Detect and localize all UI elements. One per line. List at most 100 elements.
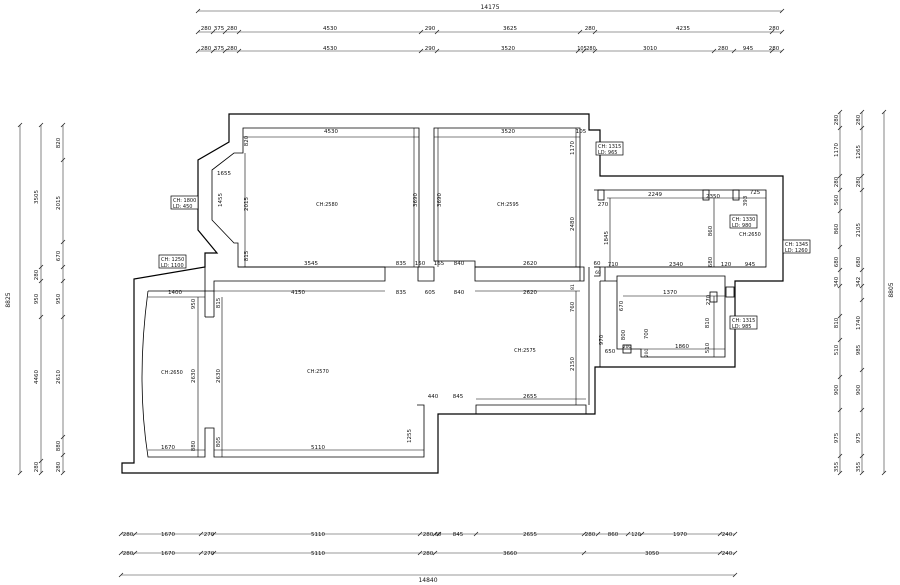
kitchen-k: 120 bbox=[721, 262, 732, 268]
dim-left-c1-3: 4460 bbox=[34, 370, 40, 384]
dim-top-r1-1: 375 bbox=[214, 26, 225, 32]
bedroom2-height: 3690 bbox=[437, 193, 443, 207]
kitchen-d: 393 bbox=[743, 195, 749, 206]
corridor2-d: 840 bbox=[454, 290, 465, 296]
dim-tick bbox=[60, 157, 66, 163]
balcony-h4: 880 bbox=[191, 440, 197, 451]
dim-bot-r1-7: 2655 bbox=[523, 532, 537, 538]
dim-left-c2-5: 880 bbox=[56, 440, 62, 451]
dim-right-c2-7: 985 bbox=[856, 344, 862, 355]
corridor-e: 840 bbox=[454, 261, 465, 267]
dim-right-c2-2: 280 bbox=[856, 176, 862, 187]
dim-left-total: 8825 bbox=[5, 292, 12, 307]
dim-tick bbox=[210, 29, 216, 35]
svg-text:LD: 1100: LD: 1100 bbox=[161, 263, 184, 269]
corridor2-a: 4150 bbox=[291, 290, 305, 296]
dim-left-c2-4: 2610 bbox=[56, 370, 62, 384]
dim-bot-r1-12: 240 bbox=[722, 532, 733, 538]
svg-text:CH: 1315: CH: 1315 bbox=[732, 318, 755, 324]
dim-tick bbox=[60, 278, 66, 284]
dim-bot-r1-4: 280 bbox=[423, 532, 434, 538]
bedroom2-h2: 1170 bbox=[570, 141, 576, 155]
dim-right-c1-9: 900 bbox=[834, 384, 840, 395]
dim-tick bbox=[195, 29, 201, 35]
dim-right-c2-6: 1740 bbox=[856, 316, 862, 330]
dim-tick bbox=[779, 8, 785, 14]
dim-tick bbox=[581, 531, 587, 537]
dim-tick bbox=[881, 109, 887, 115]
svg-text:CH: 1250: CH: 1250 bbox=[161, 257, 184, 263]
dim-tick bbox=[38, 470, 44, 476]
dim-tick bbox=[473, 531, 479, 537]
corridor-a: 3545 bbox=[304, 261, 318, 267]
dim-tick bbox=[837, 453, 843, 459]
bedroom1-width: 4530 bbox=[324, 129, 338, 135]
bedroom1-ch: CH:2580 bbox=[316, 202, 338, 208]
dim-left-c1-2: 950 bbox=[34, 293, 40, 304]
dim-tick bbox=[595, 531, 601, 537]
bedroom1-h4: 815 bbox=[244, 250, 250, 261]
dim-bot-r2-5: 3660 bbox=[503, 551, 517, 557]
bedroom1-h2: 2015 bbox=[244, 197, 250, 211]
living-a: 440 bbox=[428, 394, 439, 400]
living-d: 2150 bbox=[570, 357, 576, 371]
dim-top-r2-7: 280 bbox=[586, 46, 596, 52]
kitchen-j: 680 bbox=[708, 256, 714, 267]
dim-right-total: 8805 bbox=[888, 282, 895, 297]
dim-tick bbox=[859, 407, 865, 413]
living-b: 845 bbox=[453, 394, 464, 400]
dim-tick bbox=[859, 453, 865, 459]
dim-top-r1-3: 4530 bbox=[323, 26, 337, 32]
dim-left-c1-0: 3505 bbox=[34, 190, 40, 204]
dim-tick bbox=[60, 470, 66, 476]
dim-tick bbox=[732, 572, 738, 578]
dim-tick bbox=[732, 550, 738, 556]
dim-tick bbox=[60, 239, 66, 245]
svg-text:LD: 1260: LD: 1260 bbox=[785, 248, 808, 254]
dim-right-c1-4: 860 bbox=[834, 223, 840, 234]
dim-tick bbox=[434, 48, 440, 54]
dim-tick bbox=[837, 173, 843, 179]
dim-tick bbox=[581, 48, 587, 54]
right-dimension-chain: 8805 280 1170 280 560 860 680 340 810 51… bbox=[834, 109, 895, 476]
svg-text:LD: 980: LD: 980 bbox=[732, 223, 751, 229]
window-tag-2: CH: 1800 LD: 450 bbox=[170, 195, 199, 210]
kitchen-b: 2350 bbox=[706, 194, 720, 200]
dim-bot-r1-1: 1670 bbox=[161, 532, 175, 538]
dim-right-c1-0: 280 bbox=[834, 114, 840, 125]
dim-tick bbox=[236, 29, 242, 35]
dim-tick bbox=[60, 122, 66, 128]
dim-tick bbox=[769, 29, 775, 35]
svg-text:LD: 450: LD: 450 bbox=[173, 204, 192, 210]
dim-tick bbox=[60, 264, 66, 270]
dim-tick bbox=[859, 125, 865, 131]
dim-tick bbox=[38, 458, 44, 464]
dim-tick bbox=[732, 531, 738, 537]
dim-tick bbox=[198, 550, 204, 556]
window-tag-3: CH: 1330 LD: 980 bbox=[729, 214, 758, 229]
dim-top-r1-7: 4235 bbox=[676, 26, 690, 32]
dim-tick bbox=[195, 8, 201, 14]
dim-tick bbox=[837, 283, 843, 289]
dim-bot-r2-6: 3050 bbox=[645, 551, 659, 557]
svg-text:CH: 1315: CH: 1315 bbox=[598, 144, 621, 150]
dim-tick bbox=[195, 48, 201, 54]
dim-bot-r1-5: 60 bbox=[435, 532, 441, 538]
bedroom1-inner bbox=[211, 127, 420, 268]
dim-tick bbox=[859, 173, 865, 179]
window-tag-4: CH: 1345 LD: 1260 bbox=[782, 239, 811, 254]
svg-text:CH: 1800: CH: 1800 bbox=[173, 198, 196, 204]
bay-width: 1655 bbox=[217, 171, 231, 177]
bedroom2-inner bbox=[433, 127, 581, 268]
kitchen-f: 860 bbox=[708, 225, 714, 236]
dim-tick bbox=[17, 470, 23, 476]
dim-tick bbox=[132, 531, 138, 537]
kitchen-ch: CH:2650 bbox=[739, 232, 761, 238]
bath-h: 200 bbox=[623, 344, 632, 350]
kitchen-divider bbox=[594, 266, 601, 277]
dim-bot-r1-9: 860 bbox=[608, 532, 619, 538]
balcony-h2: 815 bbox=[216, 297, 222, 308]
dim-right-c1-6: 340 bbox=[834, 276, 840, 287]
dim-tick bbox=[417, 531, 423, 537]
